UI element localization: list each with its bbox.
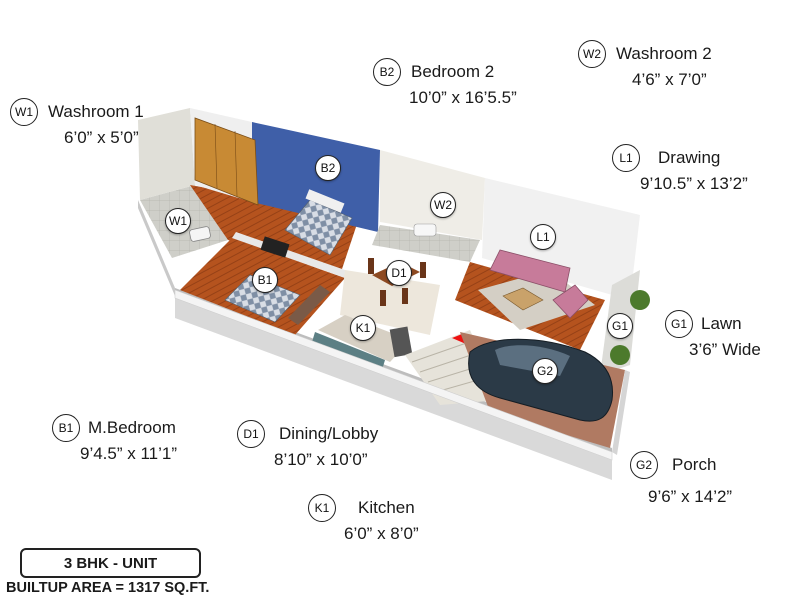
unit-type-box: 3 BHK - UNIT: [20, 548, 201, 578]
kitchen-counter: [312, 332, 385, 370]
room-name: Washroom 2: [616, 44, 712, 63]
label-kitchen: K1 Kitchen 6’0” x 8’0”: [308, 494, 419, 544]
room-dims: 4’6” x 7’0”: [632, 70, 707, 89]
room-dims: 9’6” x 14’2”: [648, 487, 733, 506]
badge-k1: K1: [308, 494, 336, 522]
label-washroom2: W2 Washroom 2 4’6” x 7’0”: [578, 40, 712, 90]
room-dims: 8’10” x 10’0”: [274, 450, 368, 469]
map-badge-w1: W1: [165, 208, 191, 234]
right-wall: [612, 370, 630, 455]
map-badge-l1: L1: [530, 224, 556, 250]
label-drawing: L1 Drawing 9’10.5” x 13’2”: [612, 144, 748, 194]
map-badge-b2: B2: [315, 155, 341, 181]
label-mbedroom: B1 M.Bedroom 9’4.5” x 11’1”: [52, 414, 177, 464]
mbedroom-console: [288, 285, 330, 325]
map-badge-w2: W2: [430, 192, 456, 218]
label-dining: D1 Dining/Lobby 8’10” x 10’0”: [237, 420, 378, 470]
bedroom2-back-wall: [252, 122, 380, 232]
washroom2-floor: [372, 225, 480, 262]
wardrobe: [194, 117, 259, 206]
room-dims: 3’6” Wide: [689, 340, 761, 359]
room-dims: 9’10.5” x 13’2”: [640, 174, 748, 193]
room-name: Lawn: [701, 314, 742, 333]
drawing-back-wall: [482, 178, 640, 300]
badge-g1: G1: [665, 310, 693, 338]
room-name: Kitchen: [358, 498, 415, 517]
badge-w1: W1: [10, 98, 38, 126]
room-name: Drawing: [658, 148, 721, 167]
map-badge-d1: D1: [386, 260, 412, 286]
washroom2-wall: [380, 150, 485, 240]
room-name: Dining/Lobby: [279, 424, 379, 443]
label-bedroom2: B2 Bedroom 2 10’0” x 16’5.5”: [373, 58, 517, 108]
front-wall: [174, 289, 613, 461]
sofa-chair: [552, 284, 589, 319]
room-dims: 6’0” x 5’0”: [64, 128, 139, 147]
badge-b1: B1: [52, 414, 80, 442]
map-badge-k1: K1: [350, 315, 376, 341]
mbedroom-bed: [224, 274, 301, 323]
coffee-table: [502, 287, 544, 311]
bed2: [284, 199, 353, 256]
room-name: Washroom 1: [48, 102, 144, 121]
sofa: [489, 249, 571, 293]
room-dims: 10’0” x 16’5.5”: [409, 88, 517, 107]
room-name: M.Bedroom: [88, 418, 176, 437]
room-dims: 6’0” x 8’0”: [344, 524, 419, 543]
map-badge-g1: G1: [607, 313, 633, 339]
builtup-area: BUILTUP AREA = 1317 SQ.FT.: [6, 580, 210, 596]
map-badge-b1: B1: [252, 267, 278, 293]
badge-d1: D1: [237, 420, 265, 448]
mbedroom-wall: [232, 232, 345, 278]
label-washroom1: W1 Washroom 1 6’0” x 5’0”: [10, 98, 144, 148]
label-porch: G2 Porch 9’6” x 14’2”: [630, 451, 732, 507]
badge-l1: L1: [612, 144, 640, 172]
washroom1-wall: [138, 108, 195, 200]
left-outer-wall: [138, 200, 175, 296]
room-name: Bedroom 2: [411, 62, 495, 81]
room-name: Porch: [672, 455, 717, 474]
badge-b2: B2: [373, 58, 401, 86]
room-dims: 9’4.5” x 11’1”: [80, 444, 178, 463]
badge-w2: W2: [578, 40, 606, 68]
map-badge-g2: G2: [532, 358, 558, 384]
label-lawn: G1 Lawn 3’6” Wide: [665, 310, 761, 360]
badge-g2: G2: [630, 451, 658, 479]
